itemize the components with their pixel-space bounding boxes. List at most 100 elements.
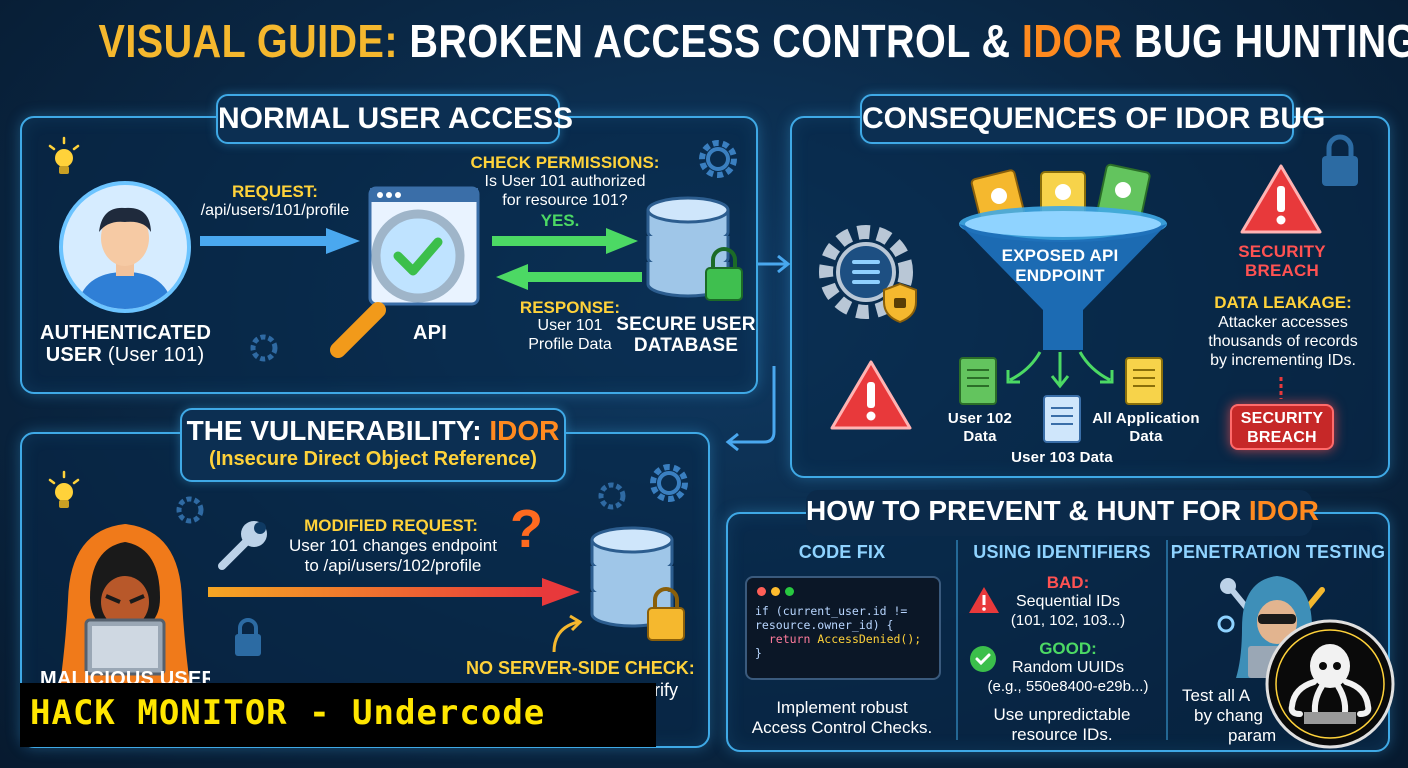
column-divider (956, 540, 958, 740)
prevent-heading-box: HOW TO PREVENT & HUNT FOR IDOR (806, 490, 1319, 536)
bad-line2: (101, 102, 103...) (1010, 612, 1126, 629)
pentest-title: PENETRATION TESTING (1170, 542, 1386, 562)
window-dot-yellow (771, 587, 780, 596)
data-leakage-line3: by incrementing IDs. (1210, 352, 1356, 369)
security-breach-badge: SECURITY BREACH (1230, 404, 1334, 450)
database-label-line1: SECURE USER (616, 314, 756, 335)
hooded-hacker-icon (60, 524, 190, 685)
consequences-heading: CONSEQUENCES OF IDOR BUG (860, 94, 1325, 144)
funnel-icon (959, 163, 1167, 350)
check-arrow-icon (492, 228, 638, 254)
code-keyword: return (768, 632, 811, 646)
code-line-2: resource.owner_id) { (755, 618, 894, 632)
title-prefix: VISUAL GUIDE: (98, 15, 398, 67)
gear-shield-icon (819, 225, 917, 324)
modified-line2: to /api/users/102/profile (304, 556, 482, 575)
user103-label: User 103 Data (1011, 449, 1113, 466)
document-icon (1125, 357, 1163, 405)
code-call: AccessDenied(); (817, 632, 922, 646)
user102-line1: User 102 (947, 410, 1013, 427)
security-breach-label: SECURITY BREACH (1222, 242, 1342, 280)
user102-line2: Data (963, 428, 997, 445)
pentest-desc-line2: by chang (1194, 706, 1263, 725)
page-title: VISUAL GUIDE: BROKEN ACCESS CONTROL & ID… (98, 14, 1408, 68)
vulnerability-subheading: (Insecure Direct Object Reference) (209, 448, 537, 470)
exposed-endpoint-line1: EXPOSED API (1001, 246, 1119, 265)
request-path: /api/users/101/profile (200, 202, 350, 219)
response-line1: User 101 (537, 317, 603, 334)
request-arrow-icon (200, 228, 360, 254)
check-line2: for resource 101? (502, 192, 628, 209)
check-circle-icon (970, 646, 996, 672)
modified-request-label: MODIFIED REQUEST: (304, 516, 478, 535)
gear-icon (250, 334, 278, 362)
watermark-bar (20, 683, 656, 747)
user-label-line1: AUTHENTICATED (40, 322, 212, 344)
code-fix-title: CODE FIX (798, 542, 886, 562)
data-leakage-line2: thousands of records (1208, 333, 1358, 350)
vulnerability-heading: THE VULNERABILITY: IDOR (182, 416, 564, 446)
response-label: RESPONSE: (519, 298, 621, 317)
response-arrow-icon (496, 264, 642, 290)
user-label-rest: (User 101) (107, 344, 205, 366)
code-line-3: return AccessDenied(); (755, 632, 921, 646)
attack-arrow-icon (208, 578, 580, 606)
lightbulb-icon (48, 136, 80, 174)
malicious-user-label: MALICIOUS USER (40, 668, 210, 683)
request-label: REQUEST: (232, 182, 318, 201)
window-dot-green (785, 587, 794, 596)
database-lock-icon (590, 526, 685, 641)
vulnerability-heading-highlight: IDOR (489, 415, 560, 446)
user102-label: User 102 Data (935, 410, 1025, 446)
code-line-4: } (755, 646, 762, 660)
bad-label: BAD: (1046, 573, 1090, 592)
normal-access-heading: NORMAL USER ACCESS (216, 94, 573, 144)
lock-icon (235, 618, 261, 656)
connector-arrow-icon (758, 254, 791, 274)
lightbulb-icon (48, 470, 80, 508)
code-fix-desc-line1: Implement robust (776, 698, 908, 717)
gear-icon (176, 496, 204, 524)
database-label: SECURE USER DATABASE (606, 314, 766, 356)
magnifier-check-icon (330, 186, 480, 358)
title-highlight: IDOR (1021, 15, 1123, 67)
user-label-line2: USER (User 101) (40, 344, 210, 366)
gear-icon (699, 140, 737, 178)
dashed-connector-icon (1279, 377, 1283, 399)
data-leakage-label: DATA LEAKAGE: (1214, 293, 1352, 312)
exposed-endpoint-label: EXPOSED API ENDPOINT (985, 246, 1135, 286)
database-lock-icon (646, 196, 743, 301)
warning-triangle-icon (1240, 164, 1322, 234)
prevent-heading-highlight: IDOR (1248, 495, 1319, 526)
identifiers-desc-line2: resource IDs. (1011, 725, 1113, 744)
security-breach-badge-line2: BREACH (1247, 429, 1317, 446)
security-breach-line1: SECURITY (1238, 242, 1326, 261)
all-app-line1: All Application (1092, 410, 1200, 427)
window-dot-red (757, 587, 766, 596)
pentest-desc-line1: Test all A (1182, 686, 1251, 705)
document-icon (1043, 395, 1081, 443)
yes-label: YES. (540, 211, 580, 230)
lock-icon (1322, 134, 1358, 186)
good-label: GOOD: (1039, 639, 1097, 658)
code-line-1: if (current_user.id != (755, 604, 908, 618)
database-label-line2: DATABASE (633, 335, 739, 356)
warning-triangle-icon (830, 360, 912, 430)
bad-line1: Sequential IDs (1015, 593, 1121, 610)
user-avatar-icon (59, 181, 191, 313)
funnel-output-arrows-icon (1006, 351, 1114, 389)
wrench-icon (218, 521, 267, 570)
all-app-line2: Data (1129, 428, 1163, 445)
title-part1: BROKEN ACCESS CONTROL & (409, 15, 1011, 67)
user-label-bold: USER (45, 344, 103, 366)
vulnerability-heading-box: THE VULNERABILITY: IDOR (Insecure Direct… (180, 408, 566, 482)
code-snippet: if (current_user.id != resource.owner_id… (745, 576, 941, 680)
prevent-heading-prefix: HOW TO PREVENT & HUNT FOR (806, 495, 1242, 526)
api-label: API (413, 322, 447, 344)
curved-arrow-icon (552, 614, 583, 653)
octopus-logo-icon (1265, 619, 1395, 749)
document-icon (959, 357, 997, 405)
authenticated-user-label: AUTHENTICATED USER (User 101) (40, 322, 212, 366)
data-leakage-line1: Attacker accesses (1218, 314, 1348, 331)
vulnerability-heading-prefix: THE VULNERABILITY: (186, 415, 482, 446)
